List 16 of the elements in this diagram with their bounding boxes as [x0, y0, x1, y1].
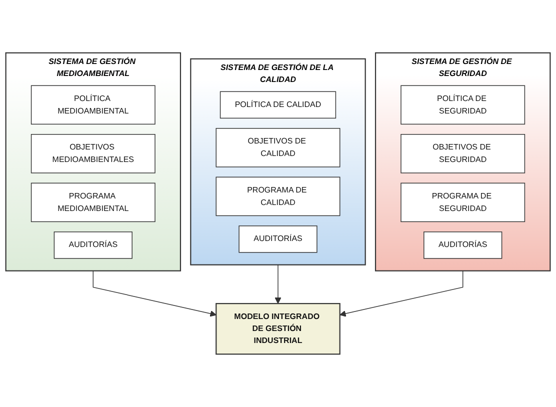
arrow: [340, 270, 464, 317]
node-box: OBJETIVOS DE SEGURIDAD: [400, 134, 526, 174]
node-box: AUDITORÍAS: [424, 232, 502, 259]
node-box: PROGRAMA DE CALIDAD: [216, 176, 340, 216]
node-box: POLÍTICA DE CALIDAD: [220, 91, 336, 119]
node-box: MODELO INTEGRADO DE GESTIÓN INDUSTRIAL: [216, 303, 340, 355]
node-box: PROGRAMA MEDIOAMBIENTAL: [30, 182, 156, 222]
node-box: POLÍTICA MEDIOAMBIENTAL: [30, 85, 156, 125]
node-box: OBJETIVOS MEDIOAMBIENTALES: [30, 134, 156, 174]
node-box: PROGRAMA DE SEGURIDAD: [400, 182, 526, 222]
arrow: [274, 264, 282, 304]
arrow: [92, 270, 216, 317]
node-box: OBJETIVOS DE CALIDAD: [216, 128, 340, 168]
node-box: AUDITORÍAS: [238, 226, 318, 253]
node-box: POLÍTICA DE SEGURIDAD: [400, 85, 526, 125]
node-box: AUDITORÍAS: [54, 232, 132, 259]
